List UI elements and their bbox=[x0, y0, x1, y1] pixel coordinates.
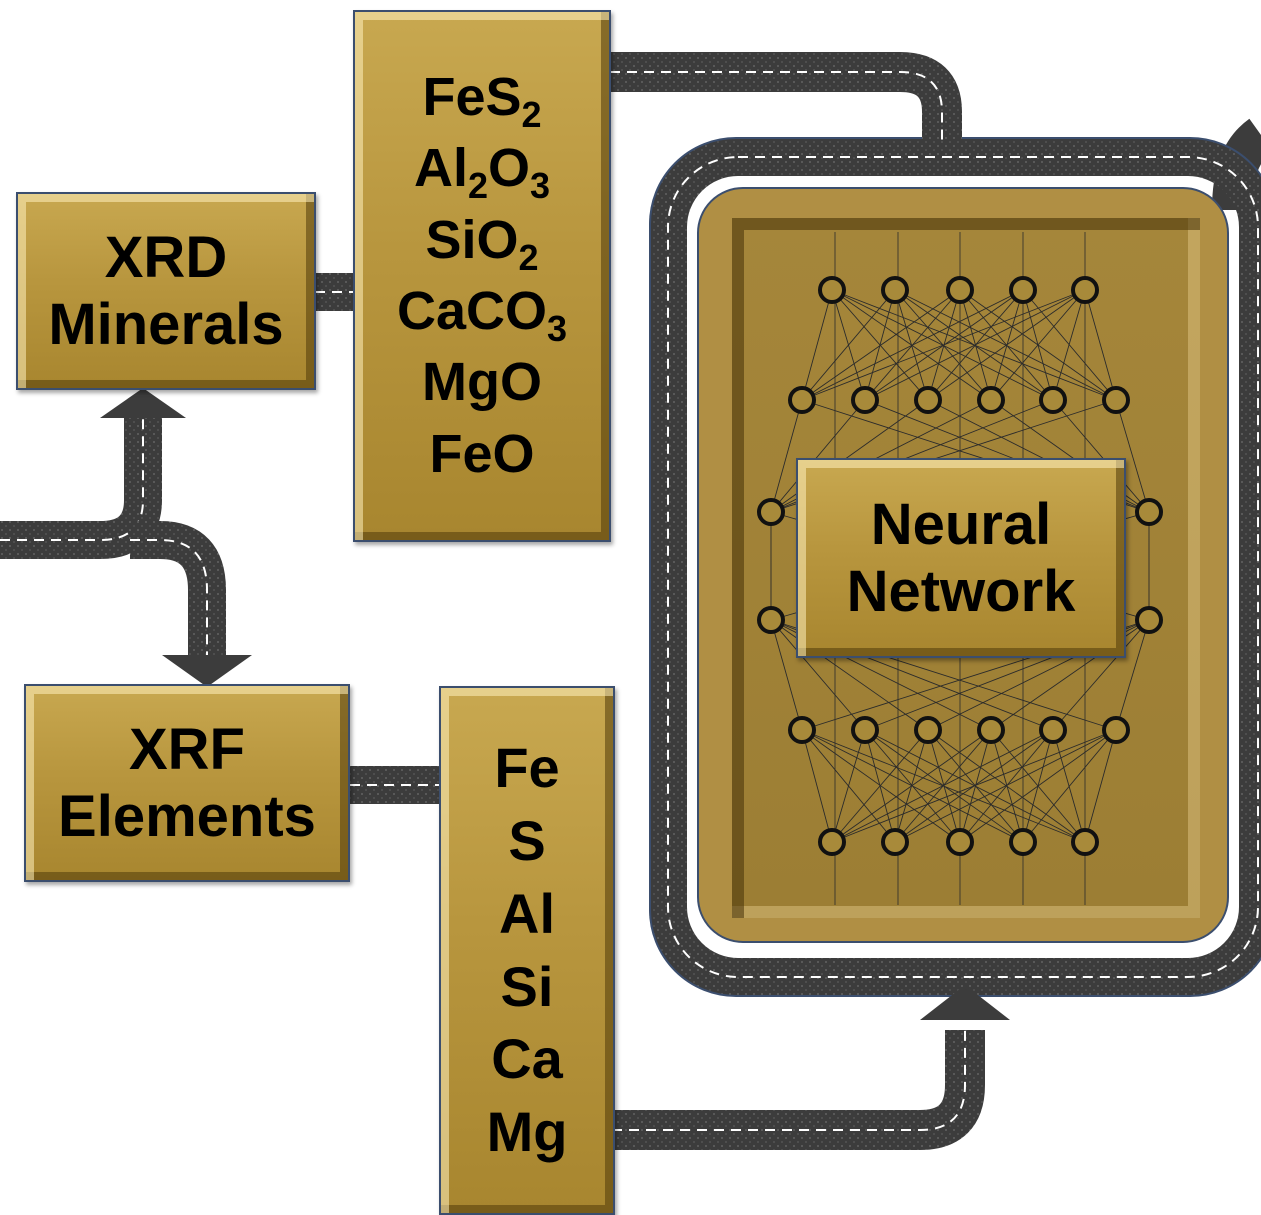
network-node bbox=[914, 716, 942, 744]
mineral-list-box: FeS2 Al2O3 SiO2 CaCO3 MgO FeO bbox=[353, 10, 611, 542]
element-item: Fe bbox=[494, 736, 560, 800]
network-edge bbox=[801, 289, 1086, 401]
network-edge bbox=[831, 729, 992, 843]
network-edge bbox=[801, 729, 833, 843]
xrf-elements-box: XRF Elements bbox=[24, 684, 350, 882]
network-edge bbox=[864, 289, 896, 401]
network-node bbox=[1039, 716, 1067, 744]
network-node bbox=[1135, 498, 1163, 526]
road-loop bbox=[649, 118, 1261, 997]
network-node bbox=[1009, 828, 1037, 856]
network-edge bbox=[770, 399, 866, 513]
network-edge bbox=[959, 729, 1117, 843]
network-edge bbox=[831, 729, 929, 843]
neural-network-box: Neural Network bbox=[796, 458, 1126, 658]
xrf-label: XRF bbox=[128, 716, 245, 782]
element-item: Si bbox=[500, 954, 554, 1018]
network-edge bbox=[770, 619, 866, 731]
network-edge bbox=[831, 729, 1054, 843]
network-node bbox=[1102, 386, 1130, 414]
mineral-item: Al2O3 bbox=[413, 138, 551, 207]
network-edge bbox=[801, 289, 896, 401]
network-edge bbox=[1084, 289, 1117, 401]
network-edge bbox=[927, 289, 1086, 401]
element-item: Mg bbox=[486, 1100, 568, 1164]
mineral-item: SiO2 bbox=[425, 209, 539, 278]
network-node bbox=[851, 716, 879, 744]
network-node bbox=[757, 606, 785, 634]
network-node bbox=[1071, 828, 1099, 856]
network-edge bbox=[1115, 619, 1150, 731]
network-node bbox=[977, 716, 1005, 744]
network-node bbox=[881, 828, 909, 856]
arrow-up-to-xrd bbox=[100, 388, 186, 418]
mineral-item: FeO bbox=[429, 423, 535, 484]
network-node bbox=[914, 386, 942, 414]
network-node bbox=[1009, 276, 1037, 304]
road-input-split bbox=[0, 418, 226, 660]
network-edge bbox=[801, 729, 961, 843]
network-node bbox=[946, 276, 974, 304]
network-edge bbox=[831, 729, 1117, 843]
minerals-label: Minerals bbox=[48, 292, 284, 357]
network-edge bbox=[959, 729, 992, 843]
network-node bbox=[788, 386, 816, 414]
network-edge bbox=[801, 289, 1024, 401]
arrow-down-to-xrf bbox=[162, 655, 252, 687]
network-edge bbox=[801, 289, 961, 401]
network-edge bbox=[894, 729, 1117, 843]
network-node bbox=[881, 276, 909, 304]
network-node bbox=[977, 386, 1005, 414]
neural-label: Neural bbox=[870, 491, 1052, 557]
network-edge bbox=[770, 619, 803, 731]
network-node bbox=[1102, 716, 1130, 744]
network-node bbox=[1039, 386, 1067, 414]
xrd-label: XRD bbox=[104, 224, 228, 290]
mineral-item: CaCO3 bbox=[396, 281, 568, 349]
network-edge bbox=[894, 289, 1117, 401]
mineral-item: MgO bbox=[422, 352, 542, 413]
network-edge bbox=[864, 289, 1086, 401]
element-item: S bbox=[508, 808, 546, 872]
road-minerals-to-network bbox=[610, 52, 962, 140]
network-node bbox=[818, 828, 846, 856]
network-edge bbox=[831, 729, 866, 843]
network-label: Network bbox=[846, 559, 1076, 624]
network-edge bbox=[1022, 289, 1117, 401]
element-item: Al bbox=[499, 881, 555, 945]
network-edge bbox=[1052, 399, 1150, 513]
network-edge bbox=[801, 289, 833, 401]
network-edge bbox=[770, 399, 803, 513]
xrd-minerals-box: XRD Minerals bbox=[16, 192, 316, 390]
network-edge bbox=[927, 729, 961, 843]
network-edge bbox=[959, 729, 1054, 843]
network-edge bbox=[1052, 289, 1086, 401]
network-node bbox=[757, 498, 785, 526]
network-node bbox=[1135, 606, 1163, 634]
element-item: Ca bbox=[491, 1027, 563, 1091]
network-edge bbox=[1084, 729, 1117, 843]
network-node bbox=[851, 386, 879, 414]
network-edge bbox=[864, 729, 961, 843]
element-list-box: Fe S Al Si Ca Mg bbox=[439, 686, 615, 1215]
network-edge bbox=[1052, 619, 1150, 731]
network-node bbox=[818, 276, 846, 304]
arrow-up-to-network bbox=[920, 985, 1010, 1020]
road-elements-to-network bbox=[612, 1030, 985, 1150]
elements-label: Elements bbox=[58, 784, 316, 849]
network-node bbox=[1071, 276, 1099, 304]
network-edge bbox=[990, 289, 1086, 401]
network-node bbox=[788, 716, 816, 744]
network-edge bbox=[1115, 399, 1150, 513]
network-edge bbox=[1022, 729, 1117, 843]
mineral-item: FeS2 bbox=[422, 67, 542, 136]
network-node bbox=[946, 828, 974, 856]
